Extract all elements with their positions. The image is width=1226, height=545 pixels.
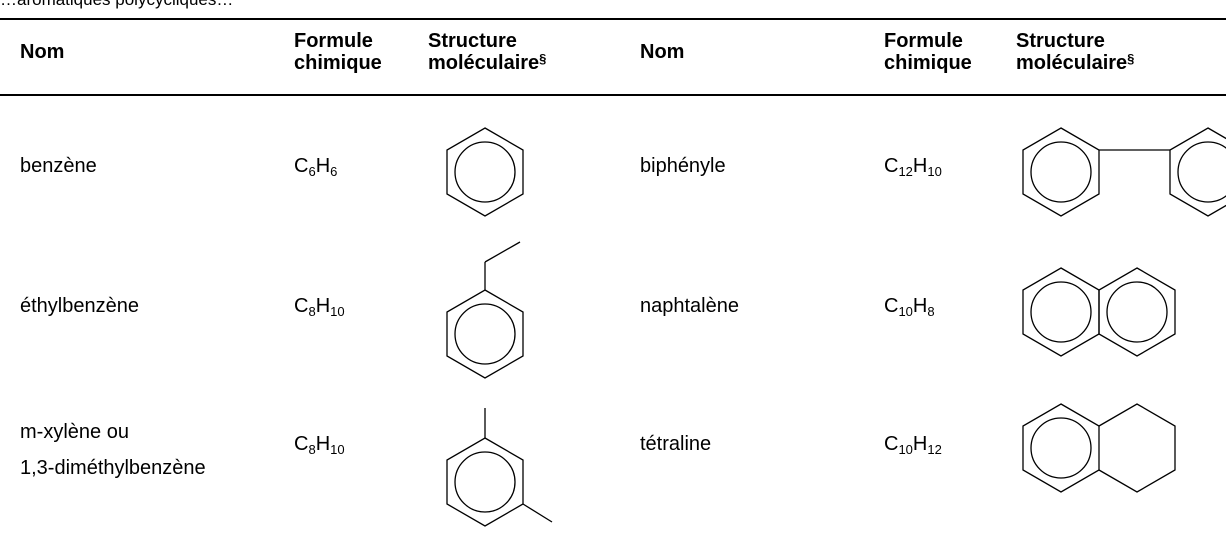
row3-left-formula: C8H10	[294, 433, 345, 457]
table-top-rule	[0, 18, 1226, 20]
element-symbol: H	[315, 295, 331, 317]
row2-right-formula: C10H8	[884, 295, 935, 319]
header-structure-line1: Structure	[428, 30, 517, 52]
element-count: 12	[898, 164, 913, 179]
element-count: 6	[308, 164, 316, 179]
ethylbenzene-icon	[446, 241, 524, 379]
header-formule-left: Formule chimique	[294, 30, 382, 74]
element-count: 6	[330, 164, 338, 179]
header-formule-line1: Formule	[294, 30, 373, 52]
element-count: 10	[898, 442, 913, 457]
header-structure-line2: moléculaire	[1016, 52, 1128, 74]
element-symbol: H	[912, 433, 928, 455]
element-symbol: C	[294, 295, 309, 317]
row1-left-formula: C6H6	[294, 155, 338, 179]
caption-fragment: …aromatiques polycycliques…	[0, 0, 1226, 9]
row2-right-name: naphtalène	[640, 295, 739, 317]
element-symbol: H	[315, 155, 331, 177]
element-symbol: H	[912, 155, 928, 177]
row2-left-name: éthylbenzène	[20, 295, 139, 317]
header-structure-line1: Structure	[1016, 30, 1105, 52]
row2-left-formula: C8H10	[294, 295, 345, 319]
row1-right-formula: C12H10	[884, 155, 942, 179]
element-count: 10	[927, 164, 942, 179]
header-structure-line2: moléculaire	[428, 52, 540, 74]
element-symbol: C	[884, 155, 899, 177]
naphthalene-icon	[1022, 267, 1176, 357]
element-count: 10	[898, 304, 913, 319]
element-symbol: H	[912, 295, 928, 317]
header-structure-left: Structure moléculaire§	[428, 30, 546, 74]
tetralin-icon	[1022, 403, 1176, 493]
header-formule-right: Formule chimique	[884, 30, 972, 74]
element-count: 12	[927, 442, 942, 457]
row1-left-name: benzène	[20, 155, 97, 177]
element-symbol: C	[294, 155, 309, 177]
benzene-icon	[446, 127, 524, 217]
element-count: 8	[927, 304, 935, 319]
biphenyl-icon	[1022, 127, 1226, 217]
element-symbol: C	[884, 295, 899, 317]
element-symbol: C	[294, 433, 309, 455]
header-formule-line2: chimique	[294, 52, 382, 74]
header-nom-left: Nom	[20, 41, 65, 63]
element-count: 10	[330, 442, 345, 457]
header-formule-line1: Formule	[884, 30, 963, 52]
row3-left-name: m-xylène ou 1,3-diméthylbenzène	[20, 414, 206, 486]
element-count: 10	[330, 304, 345, 319]
name-line: 1,3-diméthylbenzène	[20, 457, 206, 479]
section-mark: §	[539, 51, 547, 66]
header-structure-right: Structure moléculaire§	[1016, 30, 1134, 74]
row3-right-name: tétraline	[640, 433, 712, 455]
header-formule-line2: chimique	[884, 52, 972, 74]
name-line: m-xylène ou	[20, 421, 129, 443]
section-mark: §	[1127, 51, 1135, 66]
element-count: 8	[308, 304, 316, 319]
m-xylene-icon	[446, 408, 553, 527]
element-symbol: C	[884, 433, 899, 455]
element-count: 8	[308, 442, 316, 457]
row1-right-name: biphényle	[640, 155, 726, 177]
header-nom-right: Nom	[640, 41, 685, 63]
header-bottom-rule	[0, 94, 1226, 96]
row3-right-formula: C10H12	[884, 433, 942, 457]
element-symbol: H	[315, 433, 331, 455]
